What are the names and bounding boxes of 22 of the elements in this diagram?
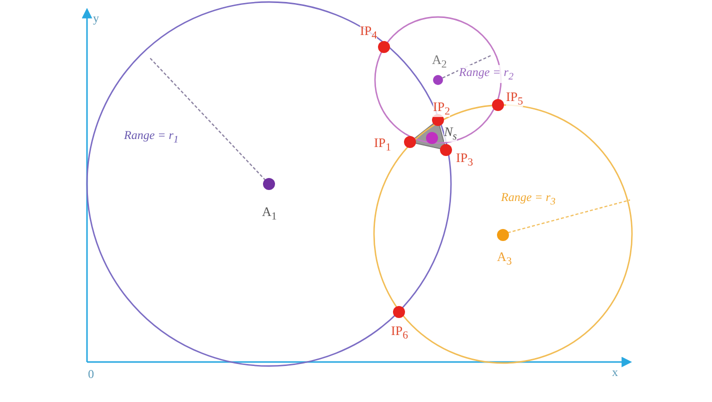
point-marker [497,229,509,241]
point-marker [393,306,405,318]
point-label: A$_{3}$ [497,250,512,268]
point-label: A$_{1}$ [262,205,277,222]
point-marker [492,99,504,111]
point-label: A$_{2}$ [432,53,447,70]
point-label: IP$_{6}$ [391,324,408,342]
range-label: Range = r$_{2}$ [458,65,514,84]
range-circle [86,1,452,367]
point-marker [433,75,443,85]
point-label: IP$_{2}$ [433,100,450,118]
point-label: IP$_{3}$ [456,151,473,168]
axis-label: x [612,366,618,378]
axis-label: 0 [88,368,94,380]
point-label: IP$_{4}$ [360,24,377,42]
point-label: IP$_{1}$ [374,136,391,154]
point-marker [440,144,452,156]
range-circle [373,104,633,364]
axis-label: y [93,12,99,24]
point-label: N$_{s}$ [444,125,457,142]
point-marker [263,178,275,190]
point-label: IP$_{5}$ [506,90,523,108]
